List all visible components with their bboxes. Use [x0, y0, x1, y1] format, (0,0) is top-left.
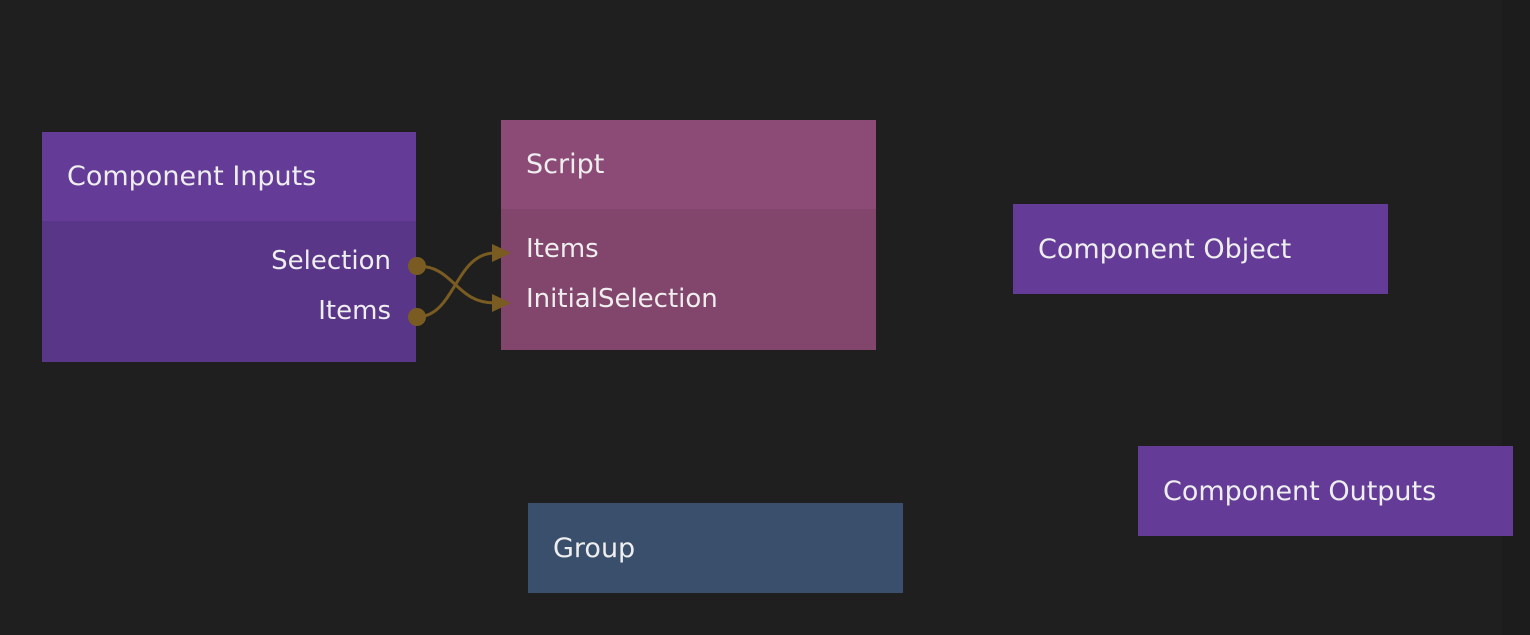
connection-wire-selection-to-initialselection[interactable]: [416, 264, 496, 305]
output-port-label-selection: Selection: [271, 246, 391, 276]
component-object-node[interactable]: Component Object: [1013, 204, 1388, 294]
script-header[interactable]: Script: [501, 120, 876, 209]
component-outputs-header[interactable]: Component Outputs: [1138, 446, 1513, 536]
component-inputs-title: Component Inputs: [67, 161, 317, 192]
component-object-title: Component Object: [1038, 233, 1292, 265]
component-outputs-title: Component Outputs: [1163, 475, 1437, 507]
output-port-label-items: Items: [318, 296, 391, 326]
connection-wire-items-to-items[interactable]: [416, 251, 496, 319]
input-port-label-initialselection: InitialSelection: [526, 284, 718, 314]
component-inputs-header[interactable]: Component Inputs: [42, 132, 416, 221]
canvas-edge-strip: [1502, 0, 1530, 635]
script-title: Script: [526, 149, 605, 180]
component-outputs-node[interactable]: Component Outputs: [1138, 446, 1513, 536]
input-port-label-items: Items: [526, 234, 599, 264]
script-node[interactable]: Script Items InitialSelection: [501, 120, 876, 350]
group-node[interactable]: Group: [528, 503, 903, 593]
group-title: Group: [553, 532, 636, 564]
component-object-header[interactable]: Component Object: [1013, 204, 1388, 294]
component-inputs-node[interactable]: Component Inputs Selection Items: [42, 132, 416, 362]
group-header[interactable]: Group: [528, 503, 903, 593]
